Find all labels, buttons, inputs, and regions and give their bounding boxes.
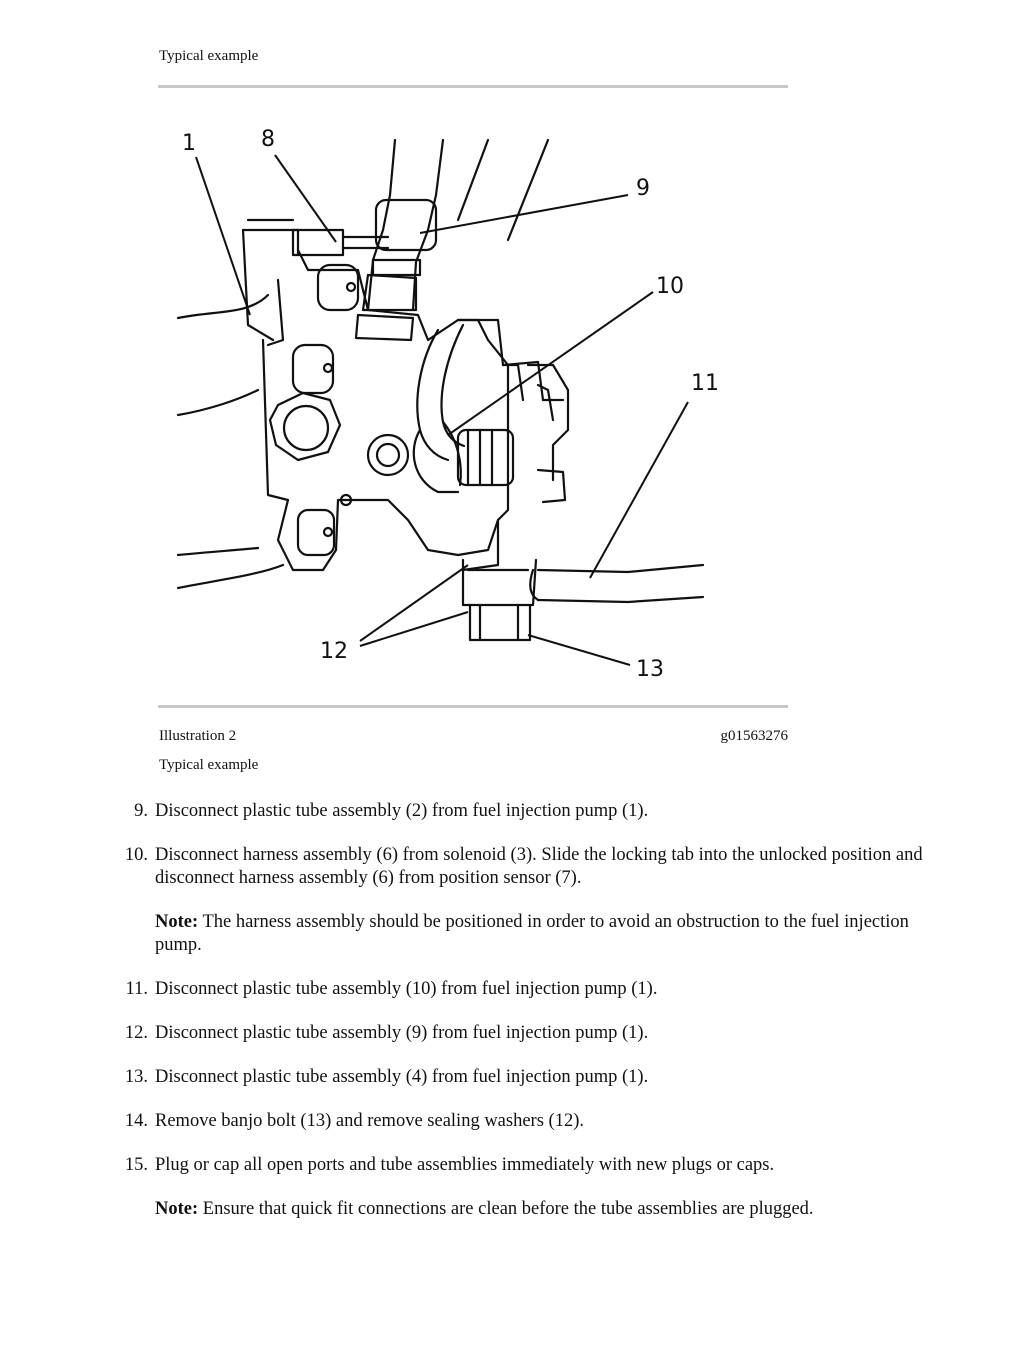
callout-10: 10: [656, 274, 684, 299]
callout-13: 13: [636, 657, 664, 682]
callout-12: 12: [320, 639, 348, 664]
step-14: 14. Remove banjo bolt (13) and remove se…: [110, 1110, 930, 1133]
step-text: Disconnect plastic tube assembly (4) fro…: [155, 1067, 649, 1087]
step-12: 12. Disconnect plastic tube assembly (9)…: [110, 1022, 930, 1045]
illustration-id: g01563276: [720, 728, 789, 744]
note-harness: Note: The harness assembly should be pos…: [155, 911, 930, 957]
procedure-steps: 9. Disconnect plastic tube assembly (2) …: [110, 800, 930, 1242]
note-quick-fit: Note: Ensure that quick fit connections …: [155, 1198, 930, 1221]
top-divider: [158, 85, 788, 88]
callout-8: 8: [261, 127, 275, 152]
step-text: Disconnect plastic tube assembly (10) fr…: [155, 979, 658, 999]
top-caption: Typical example: [159, 48, 259, 64]
illustration-label: Illustration 2: [159, 728, 237, 744]
callout-1: 1: [182, 131, 196, 156]
fuel-pump-illustration: 1 8 9 10 11 12 13: [176, 127, 719, 682]
step-text: Disconnect harness assembly (6) from sol…: [155, 845, 923, 888]
step-number: 15.: [124, 1155, 148, 1175]
step-number: 12.: [124, 1023, 148, 1043]
step-13: 13. Disconnect plastic tube assembly (4)…: [110, 1066, 930, 1089]
step-number: 9.: [134, 801, 148, 821]
step-number: 14.: [124, 1111, 148, 1131]
step-text: Remove banjo bolt (13) and remove sealin…: [155, 1111, 584, 1131]
step-text: Disconnect plastic tube assembly (2) fro…: [155, 801, 649, 821]
step-text: Disconnect plastic tube assembly (9) fro…: [155, 1023, 649, 1043]
step-15: 15. Plug or cap all open ports and tube …: [110, 1154, 930, 1177]
illustration-caption: Typical example: [159, 757, 259, 773]
note-text: Ensure that quick fit connections are cl…: [198, 1199, 814, 1219]
step-number: 10.: [124, 845, 148, 865]
note-label: Note:: [155, 1199, 199, 1219]
step-number: 11.: [125, 979, 148, 999]
step-number: 13.: [124, 1067, 148, 1087]
step-10: 10. Disconnect harness assembly (6) from…: [110, 844, 930, 890]
step-9: 9. Disconnect plastic tube assembly (2) …: [110, 800, 930, 823]
note-text: The harness assembly should be positione…: [155, 912, 909, 955]
step-text: Plug or cap all open ports and tube asse…: [155, 1155, 775, 1175]
step-11: 11. Disconnect plastic tube assembly (10…: [110, 978, 930, 1001]
note-label: Note:: [155, 912, 199, 932]
bottom-divider: [158, 705, 788, 708]
callout-9: 9: [636, 176, 650, 201]
callout-11: 11: [691, 371, 719, 396]
